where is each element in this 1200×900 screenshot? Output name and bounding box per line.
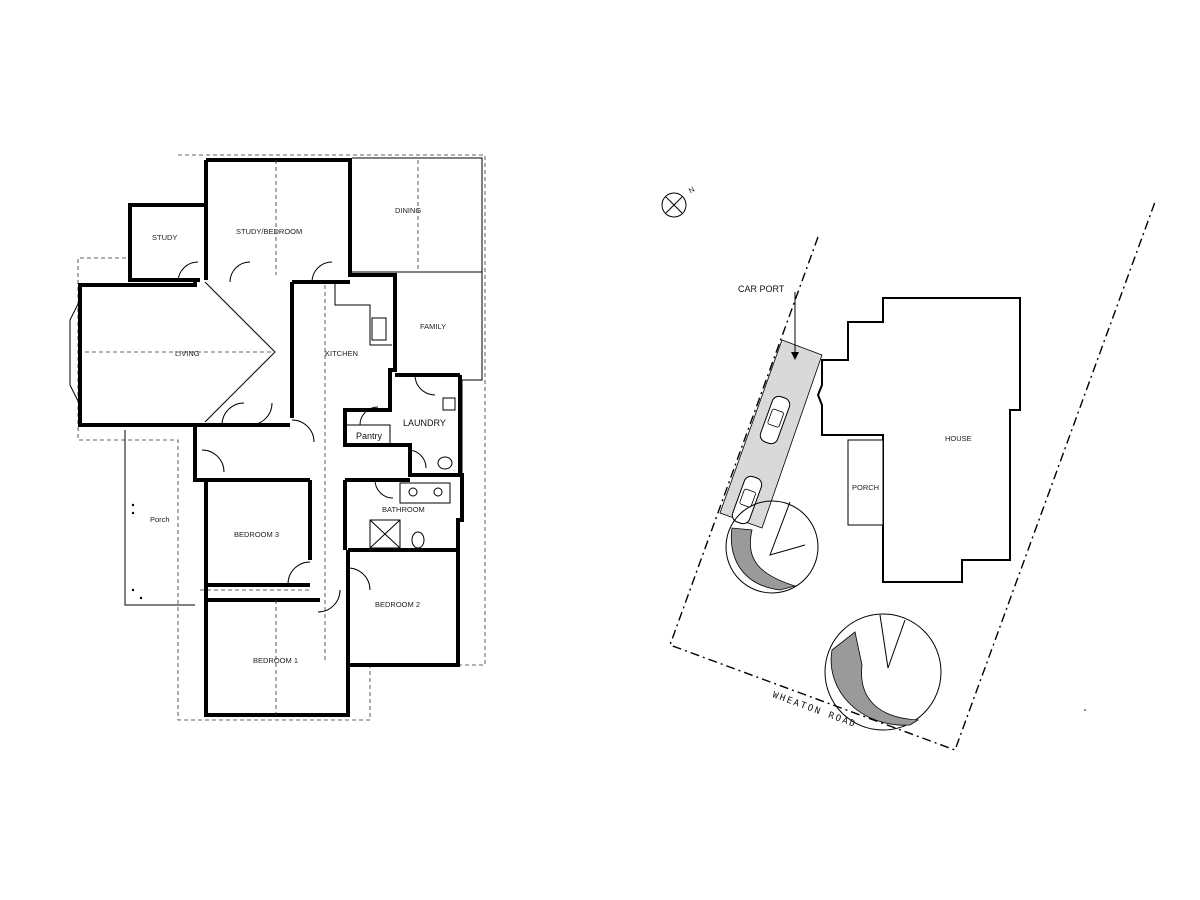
- door-swing: [311, 261, 333, 283]
- room-label-kitchen: KITCHEN: [325, 349, 358, 358]
- door-swing: [317, 589, 341, 613]
- site-boundary: [669, 201, 1156, 751]
- door-swing: [374, 479, 394, 499]
- north-arrow-icon: N: [661, 185, 696, 218]
- north-label: N: [687, 185, 696, 196]
- room-label-dining: DINING: [395, 206, 421, 215]
- door-swing: [201, 449, 225, 473]
- door-swing: [291, 419, 315, 443]
- basin-icon: [433, 487, 443, 497]
- kitchen-sink: [371, 317, 387, 341]
- toilet-icon: [411, 531, 425, 549]
- porch-label: PORCH: [852, 483, 879, 492]
- tree-icon: [824, 613, 942, 731]
- bay-window: [69, 299, 81, 406]
- basin-icon: [408, 487, 418, 497]
- porch-outline: [124, 430, 195, 606]
- room-label-study-bedroom: STUDY/BEDROOM: [236, 227, 302, 236]
- room-label-porch: Porch: [150, 515, 170, 524]
- room-label-family: FAMILY: [420, 322, 446, 331]
- leader-arrow-icon: [791, 352, 799, 360]
- toilet-icon: [437, 456, 453, 470]
- kitchen-bench: [334, 282, 392, 346]
- porch-footprint: [847, 439, 884, 526]
- room-label-pantry: Pantry: [356, 431, 383, 441]
- dot-mark: [1084, 709, 1086, 711]
- room-label-bathroom: BATHROOM: [382, 505, 425, 514]
- roof-outline: [77, 154, 486, 721]
- room-label-living: LIVING: [175, 349, 200, 358]
- shower: [369, 519, 401, 549]
- house-label: HOUSE: [945, 434, 972, 443]
- room-label-bedroom3: BEDROOM 3: [234, 530, 279, 539]
- car-port-label: CAR PORT: [738, 284, 785, 294]
- room-label-bedroom2: BEDROOM 2: [375, 600, 420, 609]
- door-swing: [407, 449, 427, 469]
- floor-plan: STUDY STUDY/BEDROOM DINING LIVING KITCHE…: [69, 154, 486, 721]
- vanity: [399, 482, 451, 504]
- door-swing: [359, 406, 379, 426]
- door-swing: [347, 567, 371, 591]
- door-swing: [229, 261, 251, 283]
- exterior-walls: [78, 158, 464, 717]
- door-swing: [249, 402, 273, 426]
- site-plan: N CAR PORT HOUSE PORCH: [661, 185, 1156, 751]
- room-label-study: STUDY: [152, 233, 177, 242]
- porch-post: [131, 588, 135, 592]
- door-swing: [177, 261, 199, 283]
- door-swing: [221, 402, 245, 426]
- porch-post: [139, 596, 143, 600]
- pantry-box: [344, 424, 391, 446]
- door-swing: [414, 374, 436, 396]
- porch-post: [131, 503, 135, 507]
- laundry-tub: [442, 397, 456, 411]
- car-icon: [731, 475, 763, 525]
- door-swing: [287, 561, 311, 585]
- room-label-laundry: LAUNDRY: [403, 418, 446, 428]
- porch-post: [131, 511, 135, 515]
- room-label-bedroom1: BEDROOM 1: [253, 656, 298, 665]
- shower-cross: [369, 519, 401, 549]
- house-footprint: [816, 297, 1021, 583]
- tree-icon: [725, 500, 819, 594]
- car-icon: [759, 395, 791, 445]
